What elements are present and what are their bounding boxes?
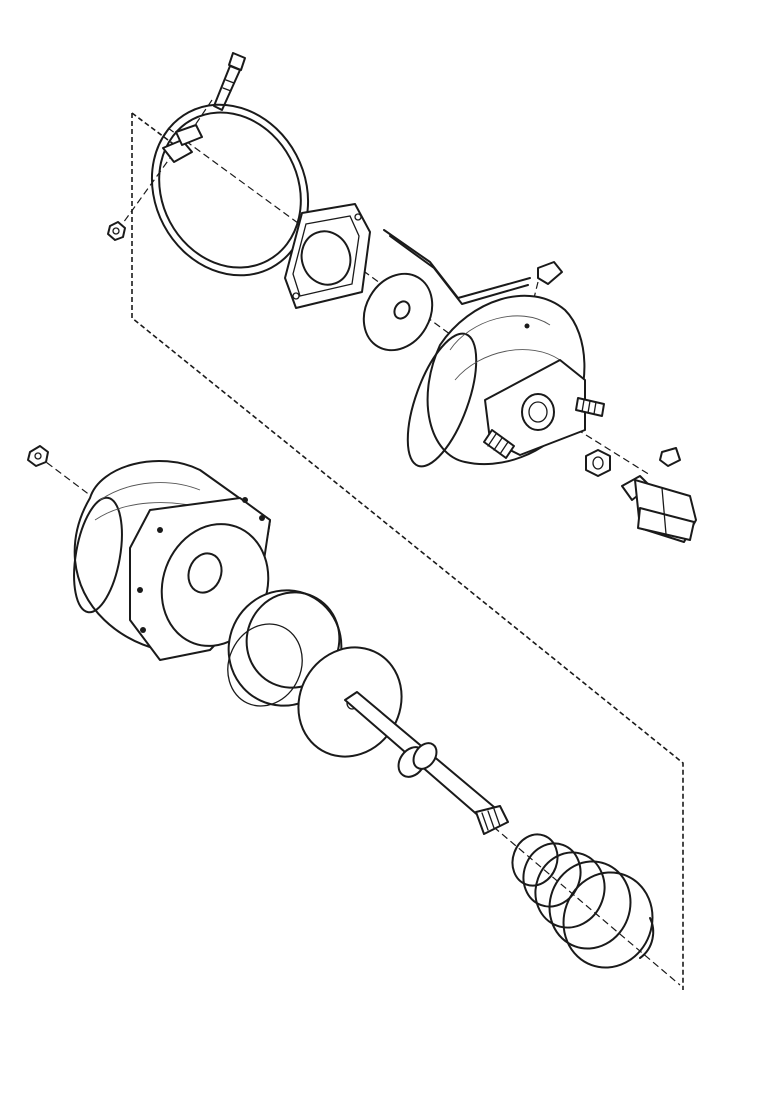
bolt	[213, 52, 246, 111]
push-rod	[344, 691, 509, 835]
front-housing	[406, 294, 586, 468]
port-cap	[659, 447, 681, 467]
washer-plate	[362, 272, 434, 352]
gasket	[284, 203, 371, 309]
rear-housing	[73, 460, 271, 661]
stud	[483, 397, 605, 459]
brake-line	[383, 229, 563, 305]
return-spring	[511, 833, 655, 969]
clevis	[621, 475, 697, 543]
nut	[107, 221, 126, 241]
nut	[27, 445, 49, 467]
assembly-frame	[131, 112, 684, 990]
clamp-ring	[150, 103, 310, 277]
hex-nut	[585, 449, 611, 477]
